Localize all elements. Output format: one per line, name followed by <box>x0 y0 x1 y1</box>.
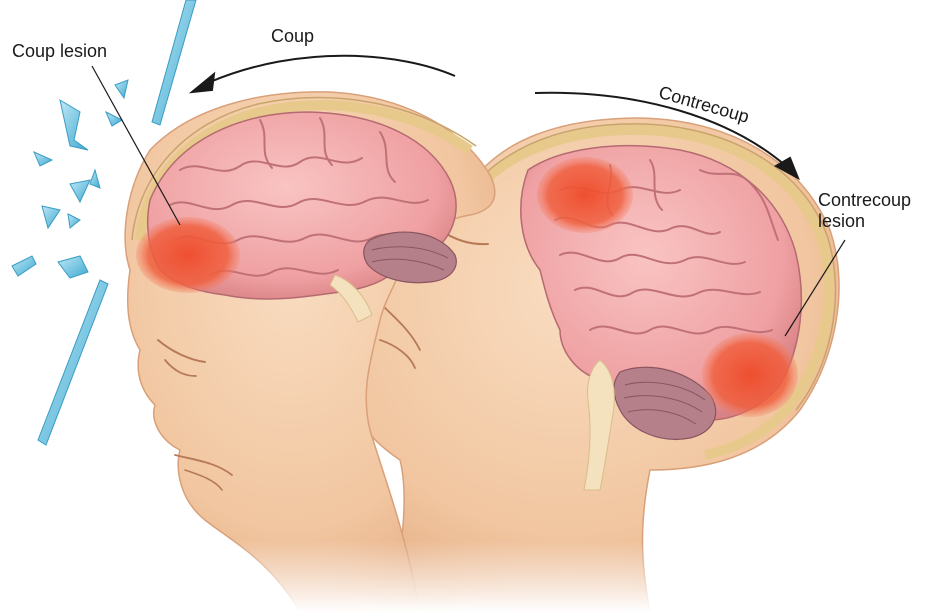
glass-shard <box>34 152 52 166</box>
coup-arrow <box>192 56 455 92</box>
contrecoup-frontal-lesion <box>537 157 633 233</box>
contrecoup-lesion-label-line1: Contrecoup <box>818 190 911 211</box>
coup-lesion <box>136 217 240 293</box>
glass-shard <box>58 256 88 278</box>
glass-shard <box>90 170 100 188</box>
glass-shard <box>68 214 80 228</box>
glass-shard <box>106 112 122 126</box>
glass-shard <box>60 100 88 150</box>
glass-shard <box>70 180 90 202</box>
contrecoup-lesion-label: Contrecoup lesion <box>818 190 911 232</box>
glass-pane-upper <box>152 0 196 125</box>
glass-shard <box>12 256 36 276</box>
glass-pane-lower <box>38 280 108 445</box>
contrecoup-lesion-label-line2: lesion <box>818 211 911 232</box>
contrecoup-lesion <box>702 333 798 417</box>
glass-shard <box>42 206 60 228</box>
coup-label: Coup <box>271 26 314 47</box>
coup-lesion-label: Coup lesion <box>12 41 107 62</box>
glass-shard <box>115 80 128 98</box>
